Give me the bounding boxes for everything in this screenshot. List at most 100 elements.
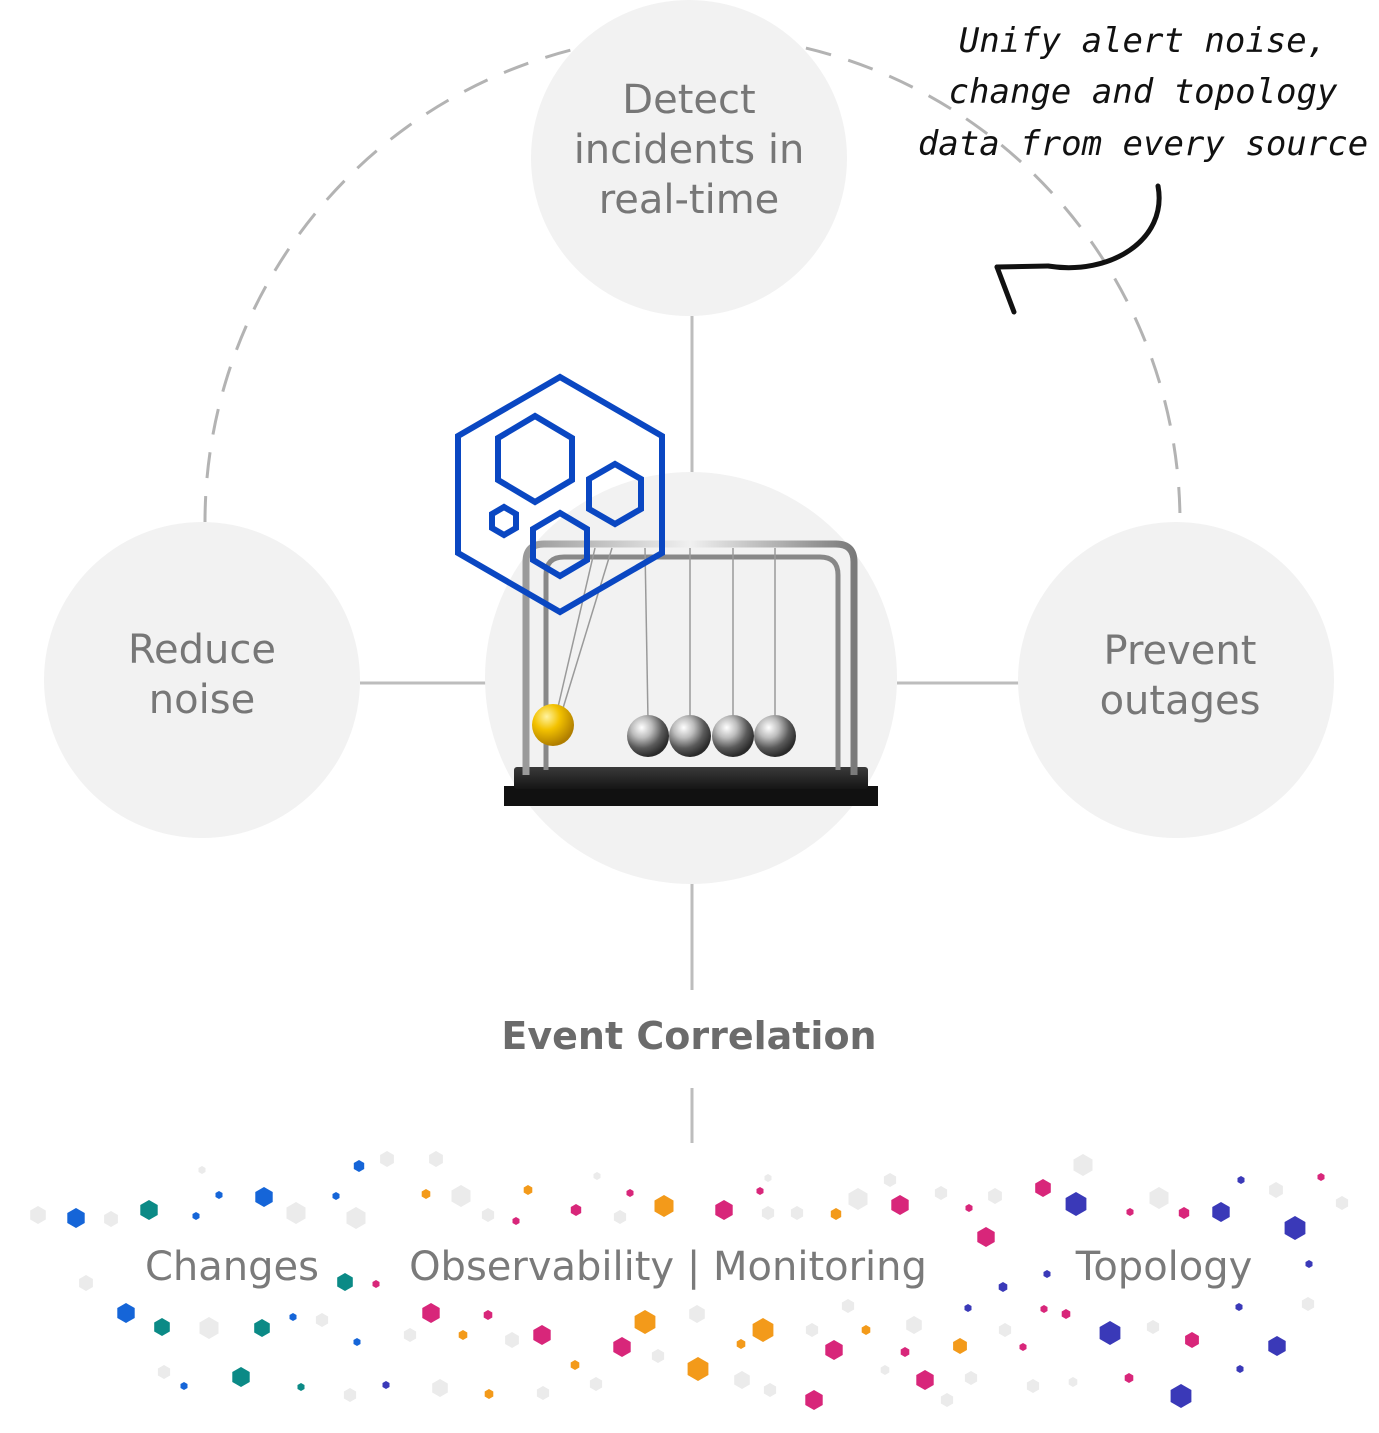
- source-hexagon-icon: [756, 1187, 764, 1195]
- source-hexagon-icon: [1149, 1187, 1169, 1209]
- source-hexagon-icon: [1065, 1192, 1087, 1216]
- source-hexagon-icon: [977, 1227, 995, 1247]
- source-hexagon-icon: [1236, 1365, 1244, 1373]
- source-hexagon-icon: [626, 1189, 634, 1197]
- source-hexagon-icon: [346, 1207, 366, 1229]
- source-hexagon-icon: [861, 1325, 871, 1335]
- source-hexagon-icon: [1301, 1297, 1315, 1311]
- source-hexagon-icon: [1284, 1216, 1306, 1240]
- source-hexagon-icon: [536, 1386, 550, 1400]
- source-hexagon-icon: [422, 1303, 440, 1323]
- source-hexagon-icon: [1061, 1309, 1071, 1319]
- source-hexagon-icon: [421, 1189, 431, 1199]
- source-hexagon-icon: [570, 1204, 582, 1216]
- source-hexagon-icon: [1019, 1343, 1027, 1351]
- source-hexagon-icon: [940, 1393, 954, 1407]
- source-hexagon-icon: [763, 1383, 777, 1397]
- source-hexagon-icon: [934, 1186, 948, 1200]
- source-hexagon-icon: [1170, 1384, 1192, 1408]
- source-hexagon-icon: [1335, 1196, 1349, 1210]
- source-hexagon-icon: [589, 1377, 603, 1391]
- source-hexagon-icon: [484, 1389, 494, 1399]
- source-label-changes: Changes: [145, 1244, 319, 1290]
- source-hexagon-icon: [297, 1383, 305, 1391]
- source-hexagon-icon: [689, 1305, 705, 1323]
- source-hexagon-icon: [180, 1382, 188, 1390]
- source-hexagon-icon: [382, 1381, 390, 1389]
- source-hexagon-icon: [651, 1349, 665, 1363]
- node-left-line-2: noise: [149, 677, 255, 723]
- source-hexagon-icon: [613, 1210, 627, 1224]
- source-hexagon-icon: [372, 1280, 380, 1288]
- annotation-line-3: data from every source: [918, 124, 1368, 164]
- source-hexagon-icon: [380, 1151, 394, 1167]
- source-hexagon-icon: [906, 1316, 922, 1334]
- source-hexagon-icon: [481, 1208, 495, 1222]
- source-hexagon-icon: [512, 1217, 520, 1225]
- source-hexagon-icon: [199, 1317, 219, 1339]
- source-hexagon-icon: [998, 1282, 1008, 1292]
- source-hexagon-icon: [403, 1328, 417, 1342]
- source-hexagon-icon: [1237, 1176, 1245, 1184]
- source-hexagon-icon: [429, 1151, 443, 1167]
- source-hexagon-icon: [593, 1172, 601, 1180]
- annotation-line-2: change and topology: [949, 72, 1338, 112]
- source-hexagon-icon: [254, 1319, 270, 1337]
- node-left-line-1: Reduce: [128, 627, 276, 673]
- source-hexagon-icon: [232, 1367, 250, 1387]
- source-hexagon-icon: [988, 1188, 1002, 1204]
- source-hexagon-icon: [1269, 1182, 1283, 1198]
- source-hexagon-icon: [790, 1206, 804, 1220]
- curved-arrow-icon: [994, 183, 1162, 315]
- source-hexagon-icon: [353, 1160, 365, 1172]
- source-hexagon-icon: [458, 1330, 468, 1340]
- newtons-cradle-icon: [504, 540, 878, 806]
- source-hexagon-icon: [634, 1310, 656, 1334]
- source-hexagon-icon: [117, 1303, 135, 1323]
- source-hexagon-icon: [805, 1323, 819, 1337]
- source-hexagon-icon: [432, 1379, 448, 1397]
- source-hexagon-icon: [880, 1365, 890, 1375]
- source-hexagon-icon: [343, 1388, 357, 1402]
- source-hexagon-icon: [1035, 1179, 1051, 1197]
- source-hexagon-icon: [1235, 1303, 1243, 1311]
- hexagon-cluster-icon: [455, 373, 665, 616]
- source-hexagon-icon: [1040, 1305, 1048, 1313]
- source-hexagon-icon: [451, 1185, 471, 1207]
- source-hexagon-icon: [953, 1338, 967, 1354]
- source-hexagon-icon: [1073, 1154, 1093, 1176]
- source-hexagon-icon: [883, 1173, 897, 1187]
- source-hexagon-icon: [483, 1310, 493, 1320]
- source-hexagon-icon: [964, 1304, 972, 1312]
- source-hexagon-icon: [192, 1212, 200, 1220]
- source-hexagon-icon: [900, 1347, 910, 1357]
- source-hexagon-icon: [353, 1338, 361, 1346]
- node-top-line-3: real-time: [599, 177, 780, 223]
- node-left-circle: [44, 522, 360, 838]
- source-hexagon-icon: [1212, 1202, 1230, 1222]
- source-hexagon-icon: [830, 1208, 842, 1220]
- source-label-observability: Observability | Monitoring: [409, 1244, 927, 1290]
- source-hexagon-icon: [1124, 1373, 1134, 1383]
- page-title: Event Correlation: [501, 1014, 876, 1058]
- source-hexagon-icon: [1178, 1207, 1190, 1219]
- source-hexagon-icon: [157, 1365, 171, 1379]
- source-hexagon-icon: [198, 1166, 206, 1174]
- source-hexagon-icon: [104, 1211, 118, 1227]
- node-top-circle: [531, 0, 847, 316]
- source-hexagon-icon: [805, 1390, 823, 1410]
- source-hexagon-icon: [1026, 1379, 1040, 1393]
- source-hexagon-icon: [570, 1360, 580, 1370]
- source-hexagon-icon: [140, 1200, 158, 1220]
- source-hexagon-icon: [1068, 1377, 1078, 1387]
- source-hexagon-icon: [964, 1371, 978, 1385]
- source-hexagon-icon: [79, 1275, 93, 1291]
- node-right-line-2: outages: [1100, 678, 1261, 724]
- annotation-line-1: Unify alert noise,: [959, 21, 1327, 61]
- source-hexagon-icon: [286, 1202, 306, 1224]
- source-hexagon-icon: [736, 1339, 746, 1349]
- source-hexagon-icon: [255, 1187, 273, 1207]
- source-label-topology: Topology: [1075, 1244, 1253, 1290]
- source-hexagon-icon: [1305, 1260, 1313, 1268]
